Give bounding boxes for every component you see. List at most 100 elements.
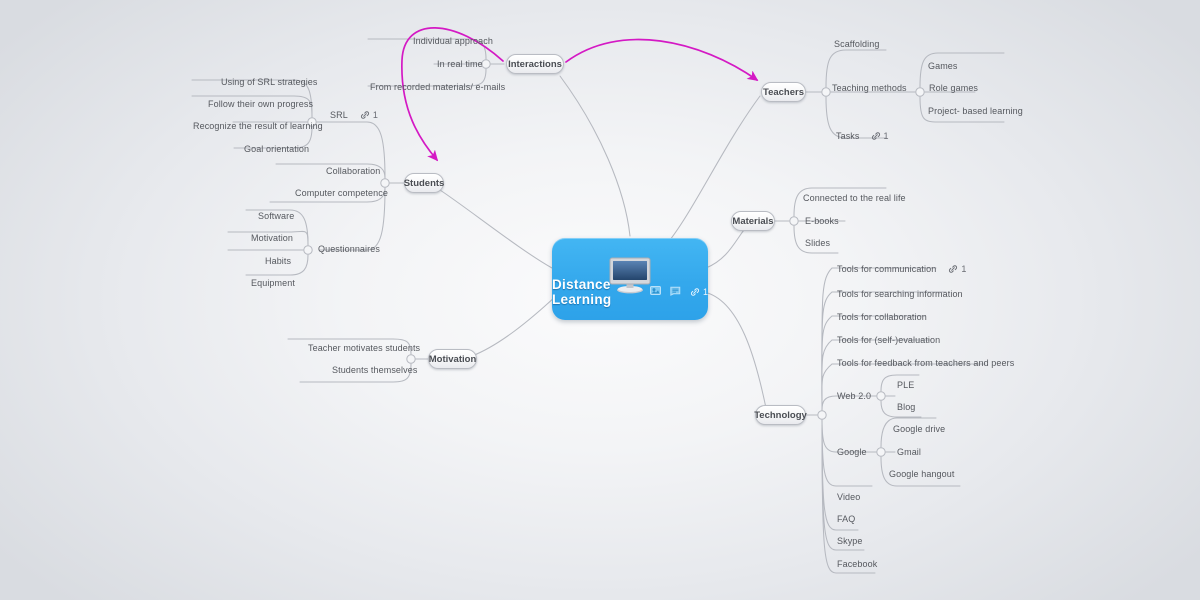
leaf-connected-to-real-life[interactable]: Connected to the real life xyxy=(803,193,906,203)
leaf-facebook[interactable]: Facebook xyxy=(837,559,877,569)
leaf-students-themselves[interactable]: Students themselves xyxy=(332,365,417,375)
leaf-google-hangout[interactable]: Google hangout xyxy=(889,469,954,479)
leaf-label: Recognize the result of learning xyxy=(193,121,323,131)
leaf-blog[interactable]: Blog xyxy=(897,402,915,412)
leaf-label: Questionnaires xyxy=(318,244,380,254)
node-technology-label: Technology xyxy=(754,409,807,421)
relation-interactions-to-teachers xyxy=(565,38,759,81)
leaf-in-real-time[interactable]: In real time xyxy=(437,59,483,69)
leaf-tools-for-searching-information[interactable]: Tools for searching information xyxy=(837,289,963,299)
leaf-games[interactable]: Games xyxy=(928,61,958,71)
leaf-equipment[interactable]: Equipment xyxy=(251,278,295,288)
node-students[interactable]: Students xyxy=(404,173,444,193)
leaf-label: Teacher motivates students xyxy=(308,343,421,353)
leaf-google-drive[interactable]: Google drive xyxy=(893,424,945,434)
leaf-skype[interactable]: Skype xyxy=(837,536,863,546)
leaf-software[interactable]: Software xyxy=(258,211,294,221)
leaf-recognize-result-of-learning[interactable]: Recognize the result of learning xyxy=(193,121,323,131)
leaf-label: Project- based learning xyxy=(928,106,1023,116)
leaf-label: Using of SRL strategies xyxy=(221,77,318,87)
leaf-label: Students themselves xyxy=(332,365,418,375)
leaf-label: Tools for (self-)evaluation xyxy=(837,335,941,345)
leaf-computer-competence[interactable]: Computer competence xyxy=(295,188,388,198)
note-icon[interactable] xyxy=(670,283,681,301)
leaf-project-based-learning[interactable]: Project- based learning xyxy=(928,106,1023,116)
junction-dot xyxy=(817,410,827,420)
junction-dot xyxy=(876,391,886,401)
leaf-label: PLE xyxy=(897,380,915,390)
leaf-label: Computer competence xyxy=(295,188,388,198)
central-node[interactable]: Distance Learning 1 xyxy=(552,238,708,320)
leaf-tools-for-self-evaluation[interactable]: Tools for (self-)evaluation xyxy=(837,335,940,345)
leaf-habits[interactable]: Habits xyxy=(265,256,291,266)
leaf-label: Teaching methods xyxy=(832,83,907,93)
leaf-web-2-0[interactable]: Web 2.0 xyxy=(837,391,871,401)
image-attachment-icon[interactable] xyxy=(649,283,661,301)
leaf-label: Equipment xyxy=(251,278,295,288)
leaf-label: Motivation xyxy=(251,233,294,243)
leaf-from-recorded-materials[interactable]: From recorded materials/ e-mails xyxy=(370,82,505,92)
leaf-using-srl-strategies[interactable]: Using of SRL strategies xyxy=(221,77,318,87)
leaf-label: Tasks xyxy=(836,131,860,141)
node-materials[interactable]: Materials xyxy=(731,211,775,231)
leaf-individual-approach[interactable]: Individual approach xyxy=(413,36,493,46)
leaf-label: Web 2.0 xyxy=(837,391,872,401)
leaf-label: In real time xyxy=(437,59,483,69)
leaf-tools-for-collaboration[interactable]: Tools for collaboration xyxy=(837,312,927,322)
central-node-label: Distance Learning xyxy=(552,277,612,307)
leaf-label: Slides xyxy=(805,238,831,248)
leaf-tasks[interactable]: Tasks 1 xyxy=(836,131,889,141)
leaf-goal-orientation[interactable]: Goal orientation xyxy=(244,144,309,154)
junction-dot xyxy=(481,59,491,69)
leaf-label: Tools for collaboration xyxy=(837,312,927,322)
node-teachers-label: Teachers xyxy=(762,86,804,98)
junction-dot xyxy=(303,245,313,255)
leaf-label: Goal orientation xyxy=(244,144,310,154)
node-motivation-label: Motivation xyxy=(428,353,477,365)
leaf-label: Video xyxy=(837,492,861,502)
leaf-follow-own-progress[interactable]: Follow their own progress xyxy=(208,99,313,109)
node-motivation[interactable]: Motivation xyxy=(428,349,477,369)
leaf-label: Habits xyxy=(265,256,292,266)
link-icon[interactable]: 1 xyxy=(948,264,966,274)
leaf-google[interactable]: Google xyxy=(837,447,867,457)
link-count: 1 xyxy=(961,264,967,274)
leaf-motivation-questionnaire[interactable]: Motivation xyxy=(251,233,293,243)
monitor-icon xyxy=(608,256,652,299)
leaf-faq[interactable]: FAQ xyxy=(837,514,855,524)
leaf-label: Gmail xyxy=(897,447,922,457)
leaf-tools-for-feedback[interactable]: Tools for feedback from teachers and pee… xyxy=(837,358,1014,368)
leaf-collaboration[interactable]: Collaboration xyxy=(326,166,380,176)
leaf-slides[interactable]: Slides xyxy=(805,238,830,248)
node-interactions[interactable]: Interactions xyxy=(506,54,564,74)
node-teachers[interactable]: Teachers xyxy=(761,82,806,102)
leaf-label: Tools for searching information xyxy=(837,289,963,299)
leaf-label: Individual approach xyxy=(413,36,493,46)
leaf-tools-for-communication[interactable]: Tools for communication 1 xyxy=(837,264,966,274)
node-interactions-label: Interactions xyxy=(508,58,562,70)
leaf-teacher-motivates-students[interactable]: Teacher motivates students xyxy=(308,343,420,353)
leaf-label: Role games xyxy=(929,83,979,93)
leaf-scaffolding[interactable]: Scaffolding xyxy=(834,39,879,49)
leaf-video[interactable]: Video xyxy=(837,492,860,502)
link-icon[interactable]: 1 xyxy=(360,110,378,120)
leaf-label: Follow their own progress xyxy=(208,99,314,109)
leaf-srl[interactable]: SRL 1 xyxy=(330,110,378,120)
leaf-label: Tools for feedback from teachers and pee… xyxy=(837,358,1015,368)
leaf-gmail[interactable]: Gmail xyxy=(897,447,921,457)
junction-dot xyxy=(406,354,416,364)
leaf-e-books[interactable]: E-books xyxy=(805,216,839,226)
junction-dot xyxy=(821,87,831,97)
leaf-label: E-books xyxy=(805,216,839,226)
leaf-ple[interactable]: PLE xyxy=(897,380,914,390)
link-icon[interactable]: 1 xyxy=(871,131,889,141)
link-icon[interactable]: 1 xyxy=(690,287,708,297)
leaf-role-games[interactable]: Role games xyxy=(929,83,978,93)
leaf-label: FAQ xyxy=(837,514,856,524)
leaf-questionnaires[interactable]: Questionnaires xyxy=(318,244,380,254)
leaf-label: Blog xyxy=(897,402,916,412)
leaf-teaching-methods[interactable]: Teaching methods xyxy=(832,83,907,93)
leaf-label: Software xyxy=(258,211,295,221)
node-technology[interactable]: Technology xyxy=(754,405,807,425)
